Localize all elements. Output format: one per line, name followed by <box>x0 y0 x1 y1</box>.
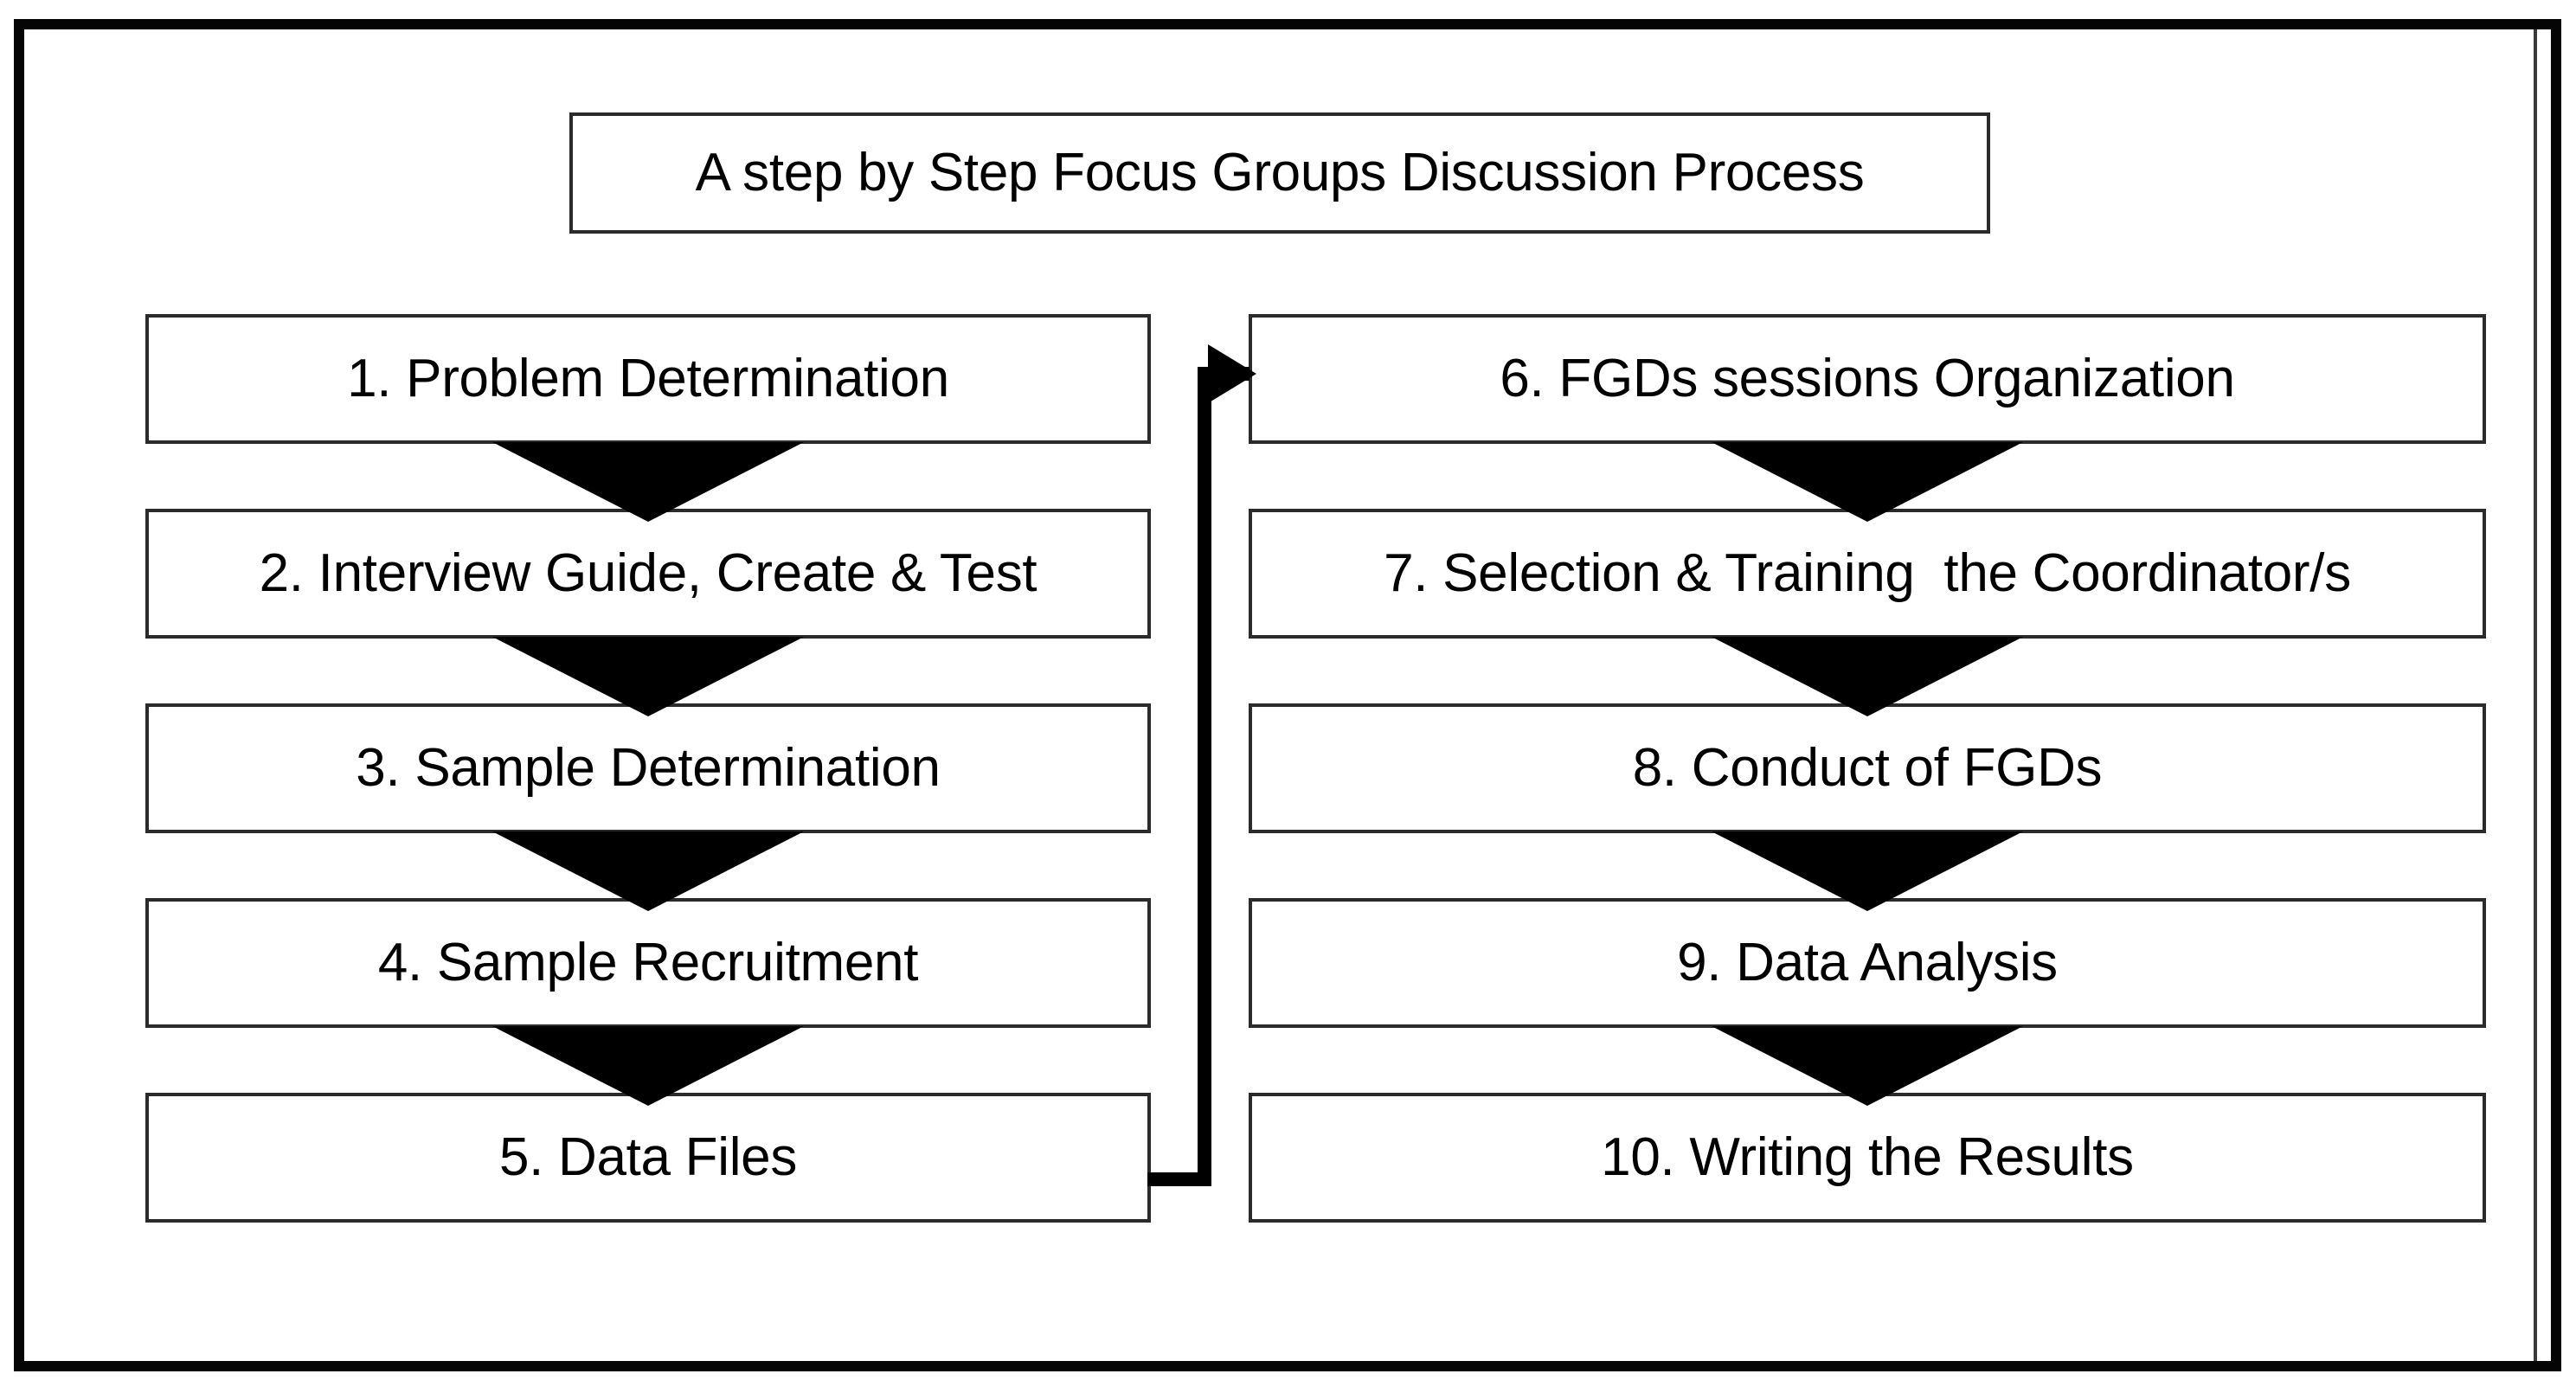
down-arrow-icon-2-to-3 <box>492 637 804 716</box>
flow-box-step-8-label: 8. Conduct of FGDs <box>1632 738 2103 799</box>
down-arrow-icon-1-to-2 <box>492 442 804 522</box>
right-arrow-icon-5-to-6 <box>1208 344 1256 403</box>
flow-box-step-4[interactable]: 4. Sample Recruitment <box>145 898 1151 1028</box>
flow-box-step-4-label: 4. Sample Recruitment <box>377 933 919 993</box>
connector-segment-vertical-to-step-6 <box>1198 374 1211 1186</box>
flow-box-step-2[interactable]: 2. Interview Guide, Create & Test <box>145 509 1151 639</box>
flow-box-step-9-label: 9. Data Analysis <box>1677 933 2058 993</box>
flow-box-step-7-label: 7. Selection & Training the Coordinator/… <box>1384 543 2351 604</box>
flow-box-step-6[interactable]: 6. FGDs sessions Organization <box>1249 314 2486 444</box>
down-arrow-icon-3-to-4 <box>492 831 804 911</box>
connector-segment-horizontal-from-step-5 <box>1147 1172 1211 1186</box>
flow-box-step-5-label: 5. Data Files <box>498 1127 798 1188</box>
flow-box-step-10-label: 10. Writing the Results <box>1601 1127 2134 1188</box>
flow-box-step-10[interactable]: 10. Writing the Results <box>1249 1093 2486 1223</box>
flow-box-step-1[interactable]: 1. Problem Determination <box>145 314 1151 444</box>
down-arrow-icon-6-to-7 <box>1712 442 2023 522</box>
diagram-title-label: A step by Step Focus Groups Discussion P… <box>695 143 1865 203</box>
down-arrow-icon-7-to-8 <box>1712 637 2023 716</box>
flow-box-step-7[interactable]: 7. Selection & Training the Coordinator/… <box>1249 509 2486 639</box>
diagram-title-box: A step by Step Focus Groups Discussion P… <box>569 112 1990 234</box>
flow-box-step-6-label: 6. FGDs sessions Organization <box>1500 349 2235 409</box>
flow-box-step-5[interactable]: 5. Data Files <box>145 1093 1151 1223</box>
down-arrow-icon-8-to-9 <box>1712 831 2023 911</box>
flow-box-step-2-label: 2. Interview Guide, Create & Test <box>259 543 1037 604</box>
flow-box-step-3-label: 3. Sample Determination <box>356 738 941 799</box>
flow-box-step-1-label: 1. Problem Determination <box>347 349 949 409</box>
down-arrow-icon-4-to-5 <box>492 1026 804 1106</box>
figure-inner-right-rule <box>2534 29 2537 1361</box>
down-arrow-icon-9-to-10 <box>1712 1026 2023 1106</box>
flow-box-step-8[interactable]: 8. Conduct of FGDs <box>1249 703 2486 833</box>
flow-box-step-9[interactable]: 9. Data Analysis <box>1249 898 2486 1028</box>
flow-box-step-3[interactable]: 3. Sample Determination <box>145 703 1151 833</box>
